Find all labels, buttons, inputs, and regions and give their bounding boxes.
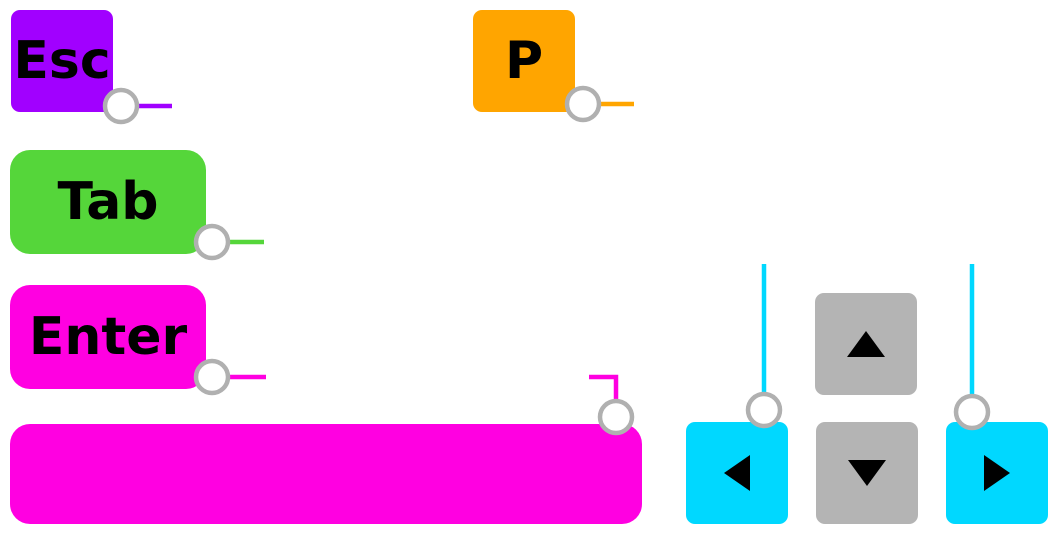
triangle-up-icon [847,331,885,357]
triangle-right-icon [984,455,1010,491]
arrow-down-key[interactable] [816,422,918,524]
space-connector-wire [589,374,619,402]
arrow-left-key[interactable] [686,422,788,524]
tab-key-label: Tab [57,172,159,232]
p-key[interactable]: P [473,10,575,112]
p-key-label: P [504,31,544,91]
triangle-down-icon [848,460,886,486]
triangle-left-icon [724,455,750,491]
tab-key[interactable]: Tab [10,150,206,254]
esc-key-label: Esc [13,31,111,91]
arrow-up-key[interactable] [815,293,917,395]
arrow-right-key[interactable] [946,422,1048,524]
enter-key[interactable]: Enter [10,285,206,389]
esc-key[interactable]: Esc [11,10,113,112]
space-bar-key[interactable] [10,424,642,524]
enter-key-label: Enter [28,307,188,367]
